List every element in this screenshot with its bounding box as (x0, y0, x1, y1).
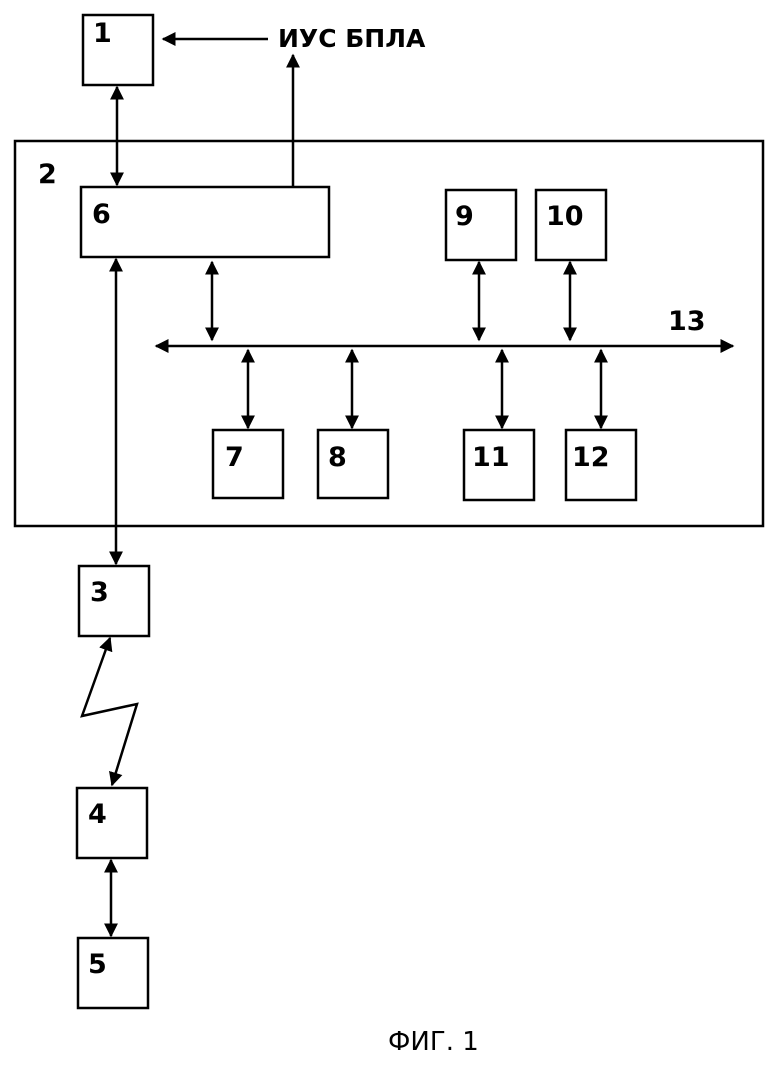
block-2-label: 2 (38, 159, 57, 190)
figure-caption: ФИГ. 1 (388, 1027, 479, 1057)
external-system-label: ИУС БПЛА (278, 24, 426, 53)
block-7-label: 7 (225, 442, 244, 473)
block-5-label: 5 (88, 949, 107, 980)
block-7 (213, 430, 283, 498)
block-9-label: 9 (455, 201, 474, 232)
block-10-label: 10 (546, 201, 584, 232)
block-4-label: 4 (88, 799, 107, 830)
block-12-label: 12 (572, 442, 610, 473)
block-8-label: 8 (328, 442, 347, 473)
block-6-label: 6 (92, 199, 111, 230)
block-1-label: 1 (93, 18, 112, 49)
block-6 (81, 187, 329, 257)
bus-13-label: 13 (668, 306, 706, 337)
block-11-label: 11 (472, 442, 510, 473)
block-3-label: 3 (90, 577, 109, 608)
radio-link-block-3-block-4 (82, 638, 137, 785)
